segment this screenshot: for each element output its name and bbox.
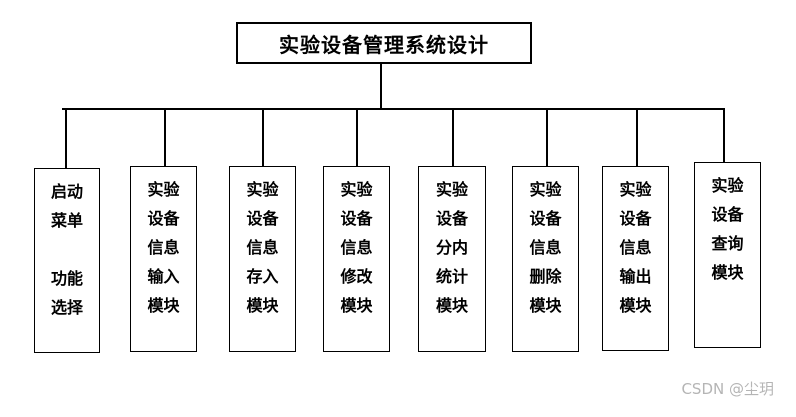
module-box-delete: 实验 设备 信息 删除 模块 bbox=[512, 166, 579, 352]
connector-5 bbox=[452, 108, 454, 166]
module-box-output: 实验 设备 信息 输出 模块 bbox=[602, 166, 669, 351]
trunk-line bbox=[380, 64, 382, 110]
module-box-store: 实验 设备 信息 存入 模块 bbox=[229, 166, 296, 352]
watermark-text: CSDN @尘玥 bbox=[681, 380, 774, 398]
module-box-statistics: 实验 设备 分内 统计 模块 bbox=[418, 166, 486, 352]
connector-1 bbox=[65, 108, 67, 168]
module-box-query: 实验 设备 查询 模块 bbox=[694, 162, 761, 348]
connector-6 bbox=[546, 108, 548, 166]
horizontal-bus-line bbox=[62, 108, 724, 110]
module-box-modify: 实验 设备 信息 修改 模块 bbox=[323, 166, 390, 352]
connector-8 bbox=[723, 108, 725, 162]
connector-2 bbox=[164, 108, 166, 166]
system-title-box: 实验设备管理系统设计 bbox=[236, 22, 532, 64]
connector-7 bbox=[636, 108, 638, 166]
module-box-input: 实验 设备 信息 输入 模块 bbox=[130, 166, 197, 352]
connector-3 bbox=[262, 108, 264, 166]
connector-4 bbox=[356, 108, 358, 166]
module-box-startup-menu: 启动 菜单 功能 选择 bbox=[34, 168, 100, 353]
